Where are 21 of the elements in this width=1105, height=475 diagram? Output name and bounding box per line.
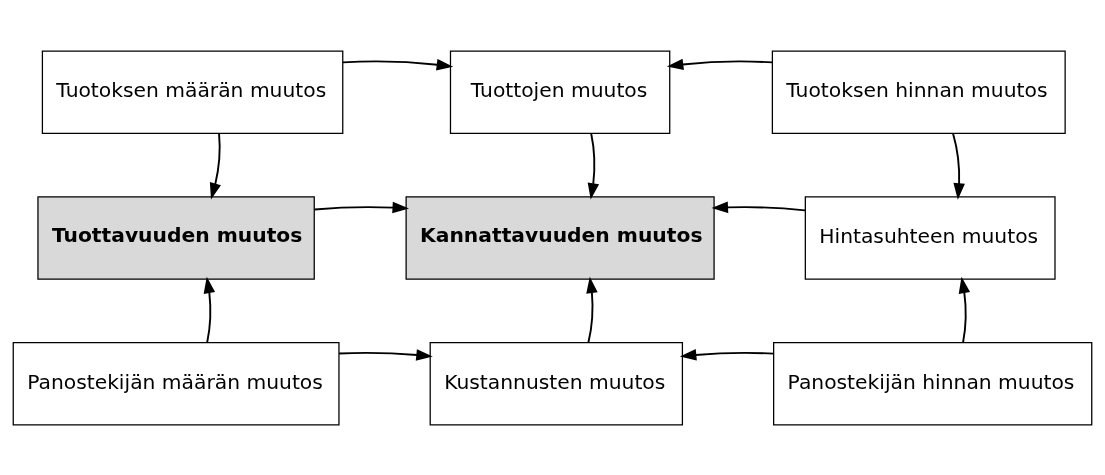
arrow [587, 132, 600, 200]
arrow [209, 132, 221, 200]
arrow [679, 348, 775, 361]
node-box: Panostekijän määrän muutos [12, 341, 340, 426]
arrow [203, 276, 216, 343]
arrow [338, 348, 433, 361]
node-box: Kustannusten muutos [429, 341, 684, 426]
arrow [666, 58, 774, 70]
node-box: Tuotoksen hinnan muutos [771, 49, 1066, 134]
arrow [342, 58, 454, 70]
node-box: Tuottojen muutos [449, 49, 671, 134]
arrow [952, 132, 965, 200]
arrow [958, 276, 971, 343]
node-box: Hintasuhteen muutos [804, 195, 1056, 280]
node-box: Tuottavuuden muutos [37, 195, 315, 280]
node-box: Panostekijän hinnan muutos [773, 341, 1093, 426]
arrow [313, 201, 409, 213]
node-box: Tuotoksen määrän muutos [41, 49, 344, 134]
arrow [586, 276, 598, 343]
node-box: Kannattavuuden muutos [405, 195, 715, 280]
arrow [711, 201, 806, 213]
